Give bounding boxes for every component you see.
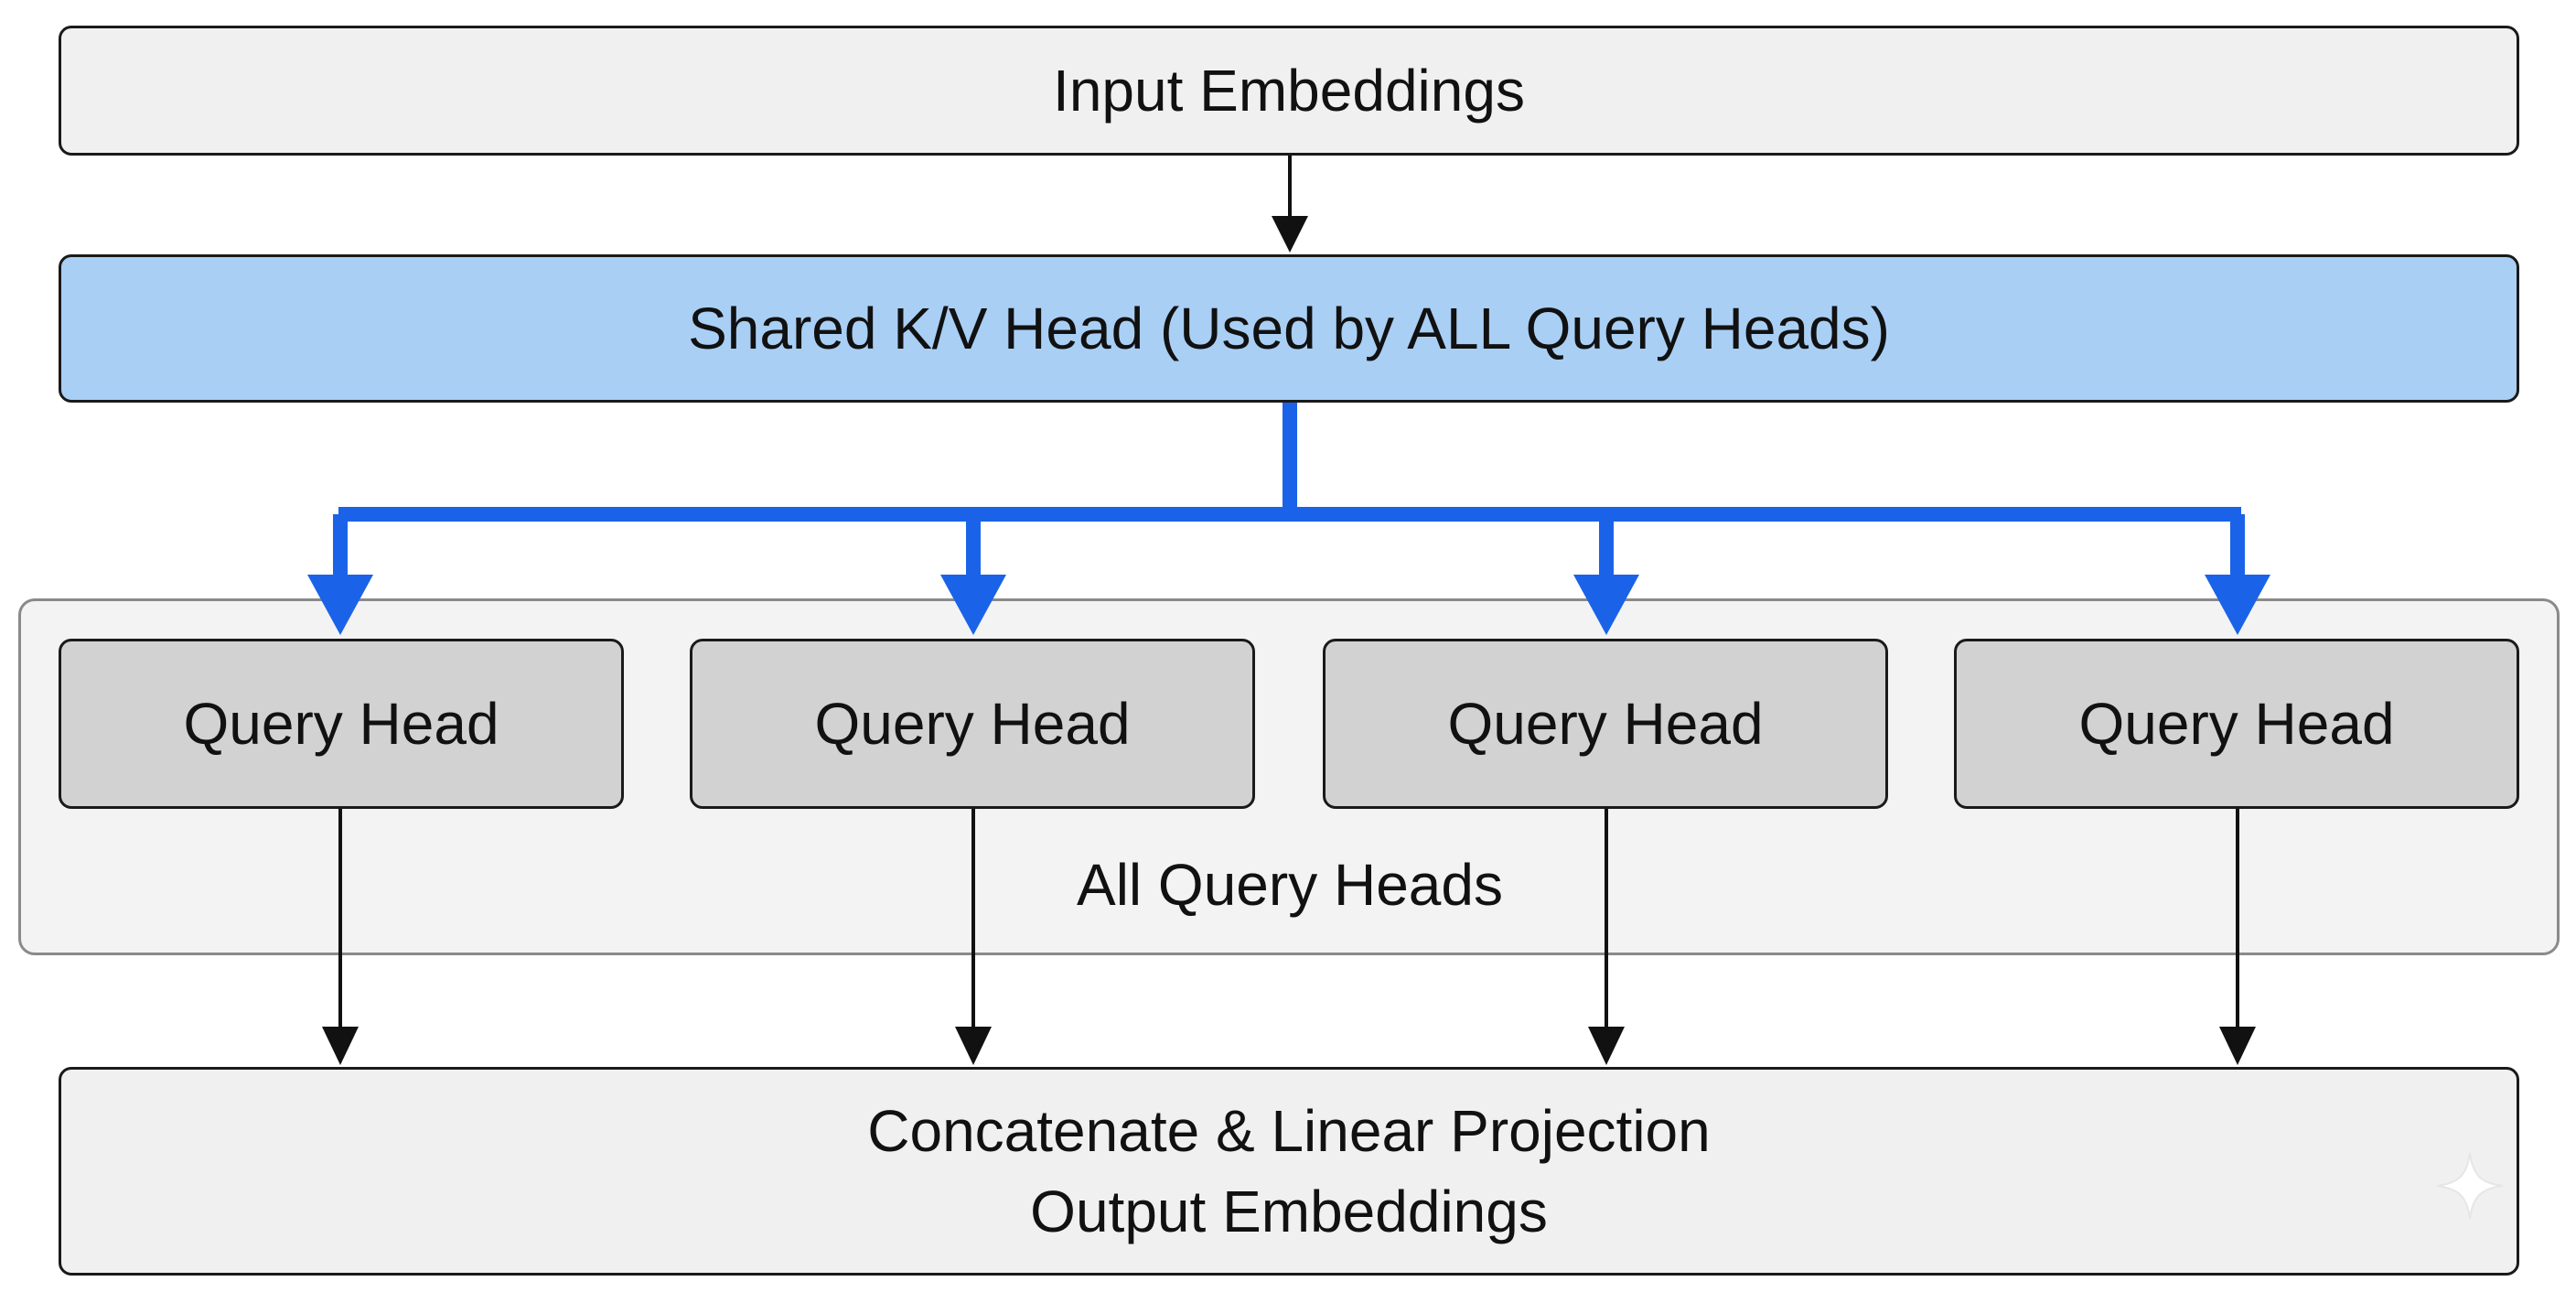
query-head-label: Query Head <box>183 691 499 757</box>
output-box: Concatenate & Linear Projection Output E… <box>59 1067 2519 1276</box>
input-embeddings-label: Input Embeddings <box>1053 58 1525 124</box>
output-line-2: Output Embeddings <box>1030 1179 1548 1244</box>
query-to-output-arrowheads <box>322 1027 2256 1065</box>
shared-kv-head-box: Shared K/V Head (Used by ALL Query Heads… <box>59 254 2519 403</box>
input-to-kv-arrowhead <box>1272 216 1308 253</box>
query-head-label: Query Head <box>814 691 1131 757</box>
query-to-output-arrowhead <box>322 1027 359 1065</box>
query-head-box: Query Head <box>1954 639 2519 809</box>
query-to-output-arrowhead <box>1588 1027 1625 1065</box>
sparkle-icon <box>2436 1152 2504 1220</box>
query-heads-group-label: All Query Heads <box>1077 852 1503 918</box>
shared-kv-head-label: Shared K/V Head (Used by ALL Query Heads… <box>688 296 1890 361</box>
query-head-label: Query Head <box>1447 691 1764 757</box>
query-head-box: Query Head <box>59 639 624 809</box>
query-head-box: Query Head <box>1323 639 1888 809</box>
kv-broadcast-lines <box>333 403 2245 576</box>
query-to-output-arrowhead <box>955 1027 992 1065</box>
query-to-output-arrowhead <box>2219 1027 2256 1065</box>
query-head-label: Query Head <box>2078 691 2395 757</box>
query-head-box: Query Head <box>690 639 1255 809</box>
input-embeddings-box: Input Embeddings <box>59 26 2519 156</box>
output-line-1: Concatenate & Linear Projection <box>867 1098 1711 1164</box>
